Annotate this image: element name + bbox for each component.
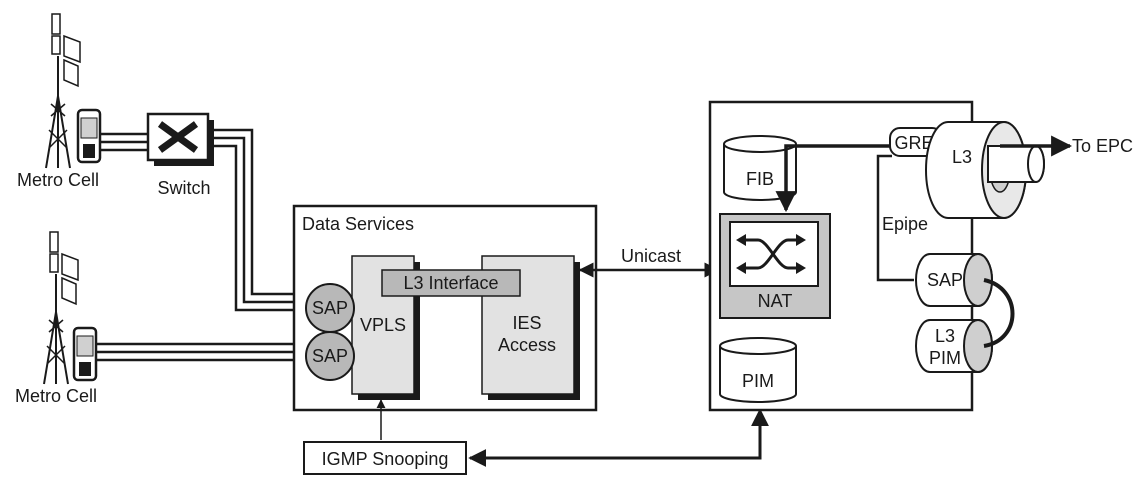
phone-top-icon [76,108,102,164]
fib-database-icon [723,135,797,201]
ies-access-label-line2: Access [498,335,556,355]
sap-top: SAP [305,283,355,333]
igmp-to-pim-arrow [468,408,769,467]
l3-to-nat-arrow [775,144,940,213]
l3-interface-label: L3 Interface [403,273,498,293]
metro-cell-bottom-icon [43,231,79,385]
l3-pim-label-line2: PIM [929,348,961,368]
epipe-line [876,154,914,282]
l3-pim-tunnel-icon [915,319,993,373]
epipe-label: Epipe [882,214,928,234]
sap-tunnel-label: SAP [927,270,963,290]
pim-label: PIM [742,371,774,391]
igmp-snooping-box [303,441,467,475]
metro-cell-top-label: Metro Cell [17,170,99,190]
cable-switch-to-sap-top [208,128,306,312]
sap-bottom: SAP [305,331,355,381]
igmp-snooping-label: IGMP Snooping [322,449,449,469]
nat-arrowheads [736,234,806,274]
metro-cell-top-icon [45,13,81,169]
metro-cell-bottom-label: Metro Cell [15,386,97,406]
ies-access-label-line1: IES [512,313,541,333]
unicast-label: Unicast [621,246,681,266]
switch-label: Switch [157,178,210,198]
nat-label: NAT [758,291,793,311]
cable-cell-to-switch [100,132,148,152]
to-epc-label: To EPC [1072,136,1133,156]
l3-interface-box [381,269,521,297]
gre-label: GRE [894,133,933,153]
pim-database-icon [719,337,797,403]
epc-pipe-icon [987,145,1045,183]
l3-pim-label-line1: L3 [935,326,955,346]
sap-tunnel-icon [915,253,993,307]
fib-label: FIB [746,169,774,189]
cable-cell-to-sap-bottom [96,342,306,362]
sap-to-l3pim-loop [983,278,1015,348]
sap-top-label: SAP [312,298,348,318]
l3-label: L3 [952,147,972,167]
nat-crossover-icon [740,238,802,270]
phone-bottom-icon [72,326,98,382]
sap-bottom-label: SAP [312,346,348,366]
data-services-title: Data Services [302,214,414,234]
switch-icon [146,112,214,166]
vpls-label: VPLS [360,315,406,335]
